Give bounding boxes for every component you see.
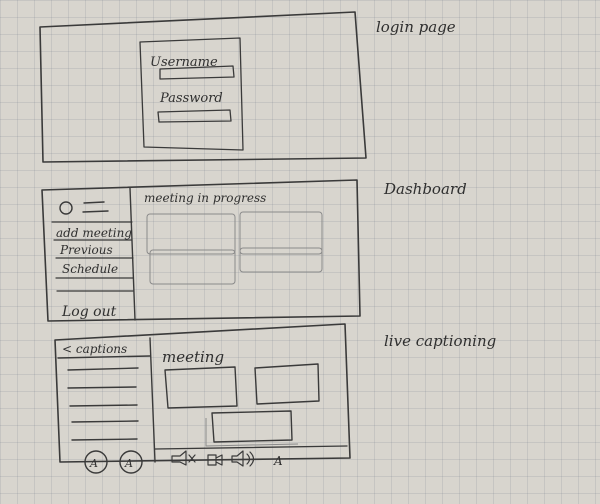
captioning-window-frame [54, 323, 351, 463]
back-to-captions-link[interactable]: < captions [62, 342, 127, 356]
annotation-login: login page [376, 18, 456, 36]
meeting-tile[interactable] [239, 211, 323, 255]
login-window-frame [39, 11, 367, 163]
speaker-icon[interactable] [231, 450, 255, 467]
video-off-icon[interactable] [207, 454, 223, 466]
meeting-tile[interactable] [146, 213, 236, 255]
dashboard-wireframe: add meeting Previous Schedule Log out me… [41, 179, 361, 322]
logout-link[interactable]: Log out [61, 304, 117, 320]
avatar [84, 450, 108, 474]
captioning-header: meeting [162, 348, 224, 366]
username-field [159, 65, 235, 80]
dashboard-sidebar-divider [129, 187, 136, 321]
toolbar-divider [154, 445, 348, 450]
dashboard-header: meeting in progress [144, 191, 266, 205]
caption-box-shadow [205, 418, 299, 447]
meeting-tile[interactable] [149, 249, 236, 285]
caption-toggle-button[interactable]: A [273, 454, 283, 468]
login-wireframe: Username Password [39, 11, 367, 163]
captioning-sidebar-header-divider [57, 355, 151, 359]
hamburger-icon [82, 201, 109, 213]
login-card [139, 37, 244, 151]
password-label: Password [159, 91, 223, 106]
annotation-live-captioning: live captioning [384, 332, 496, 350]
meeting-tile[interactable] [239, 247, 323, 273]
user-avatar-icon [59, 201, 73, 215]
password-field [157, 109, 232, 123]
sidebar-row-dividers [51, 221, 134, 292]
avatar [119, 450, 143, 474]
captioning-sidebar-divider [149, 337, 156, 463]
caption-box [211, 410, 293, 443]
avatar-label: A [89, 457, 98, 470]
caption-list-lines [67, 367, 139, 441]
video-tile [254, 363, 320, 405]
username-label: Username [150, 55, 218, 70]
sidebar-item-schedule[interactable]: Schedule [62, 262, 118, 276]
mic-muted-icon[interactable] [171, 450, 196, 466]
sidebar-item-add-meeting[interactable]: add meeting [56, 226, 132, 240]
annotation-dashboard: Dashboard [383, 180, 467, 198]
video-tile [164, 366, 238, 409]
sidebar-item-previous[interactable]: Previous [59, 243, 113, 257]
captioning-wireframe: < captions A A meeting A [54, 323, 351, 474]
avatar-label: A [124, 457, 133, 470]
dashboard-window-frame [41, 179, 361, 322]
